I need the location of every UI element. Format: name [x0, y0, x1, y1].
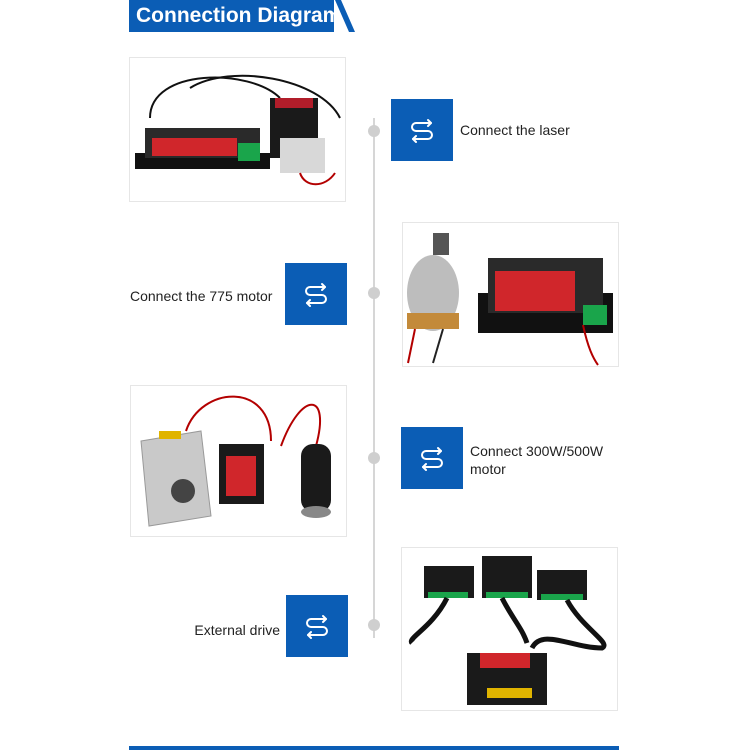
laser-connection-photo — [129, 57, 346, 202]
connection-swap-icon — [285, 263, 347, 325]
step-label-external-drive: External drive — [194, 622, 280, 638]
timeline-line — [373, 118, 375, 638]
300w-500w-motor-connection-photo — [130, 385, 347, 537]
connection-swap-icon — [391, 99, 453, 161]
step-label-laser: Connect the laser — [460, 122, 570, 138]
header-slash-decoration — [335, 0, 355, 32]
timeline-dot — [368, 619, 380, 631]
connection-swap-icon — [401, 427, 463, 489]
connection-swap-icon — [286, 595, 348, 657]
bottom-accent-bar — [129, 746, 619, 750]
external-drive-connection-photo — [401, 547, 618, 711]
timeline-dot — [368, 452, 380, 464]
page-title: Connection Diagram — [129, 0, 341, 32]
timeline-dot — [368, 125, 380, 137]
step-label-300w-500w-motor: Connect 300W/500W motor — [470, 443, 604, 477]
timeline-dot — [368, 287, 380, 299]
step-label-775-motor: Connect the 775 motor — [130, 288, 273, 304]
775-motor-connection-photo — [402, 222, 619, 367]
